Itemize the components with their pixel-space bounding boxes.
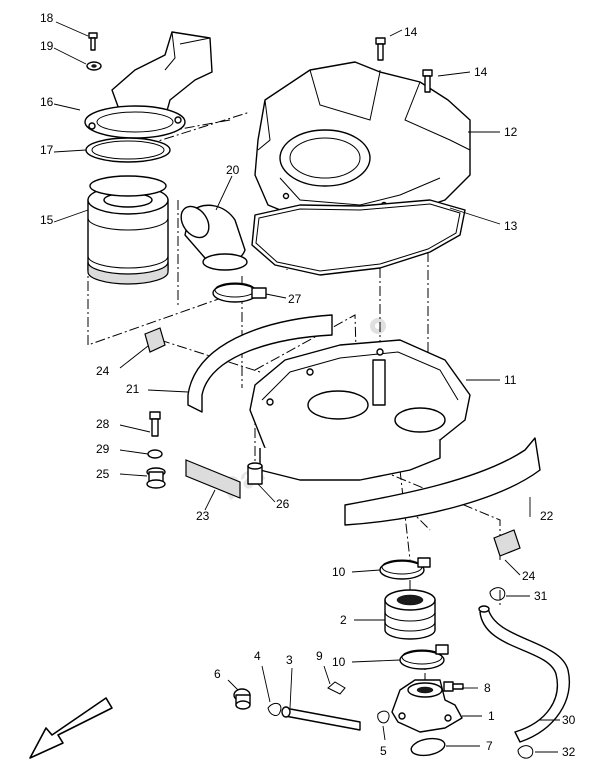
callout-7: 7 bbox=[486, 739, 493, 753]
part-20-intake-boot bbox=[180, 204, 248, 271]
callout-23: 23 bbox=[196, 509, 210, 523]
callout-26: 26 bbox=[276, 497, 290, 511]
part-14-screw-b bbox=[422, 69, 433, 93]
part-30-drain-hose bbox=[478, 605, 570, 743]
part-17-gasket bbox=[85, 137, 171, 163]
front-arrow-icon bbox=[29, 697, 113, 759]
part-21-band bbox=[187, 314, 333, 413]
callout-20: 20 bbox=[226, 163, 240, 177]
part-16-air-duct bbox=[84, 31, 213, 139]
part-19-washer bbox=[86, 61, 102, 71]
callout-6: 6 bbox=[214, 667, 221, 681]
part-10-clamp-lower bbox=[399, 644, 449, 670]
callout-10b: 10 bbox=[332, 655, 346, 669]
callout-30: 30 bbox=[562, 713, 576, 727]
callout-29: 29 bbox=[96, 442, 110, 456]
part-29-washer bbox=[147, 449, 163, 459]
callout-11: 11 bbox=[504, 373, 517, 387]
part-5-clip bbox=[377, 710, 390, 724]
part-12-airbox-cover bbox=[254, 61, 471, 223]
callout-10a: 10 bbox=[332, 565, 346, 579]
callout-16: 16 bbox=[40, 95, 54, 109]
callout-28: 28 bbox=[96, 417, 110, 431]
part-6-plug bbox=[233, 688, 251, 710]
part-11-airbox-case bbox=[249, 339, 471, 481]
part-14-screw-a bbox=[375, 37, 386, 61]
callout-labels: 18 19 16 17 15 20 27 14 14 12 13 11 24 2… bbox=[40, 11, 576, 759]
callout-1: 1 bbox=[488, 709, 495, 723]
leader-lines bbox=[53, 21, 560, 753]
callout-25: 25 bbox=[96, 467, 110, 481]
part-7-o-ring bbox=[410, 737, 446, 757]
callout-13: 13 bbox=[504, 219, 518, 233]
part-24-pad-a bbox=[144, 327, 166, 353]
part-9-clip bbox=[327, 681, 346, 695]
callout-19: 19 bbox=[40, 39, 54, 53]
callout-14b: 14 bbox=[474, 65, 488, 79]
part-8-screw bbox=[443, 681, 464, 692]
part-24-pad-b bbox=[493, 529, 521, 557]
callout-8: 8 bbox=[484, 681, 491, 695]
callout-24b: 24 bbox=[522, 569, 536, 583]
callout-18: 18 bbox=[40, 11, 54, 25]
part-10-clamp-upper bbox=[379, 557, 431, 580]
callout-22: 22 bbox=[540, 509, 554, 523]
callout-12: 12 bbox=[504, 125, 518, 139]
part-23-pad bbox=[185, 459, 241, 499]
part-1-intake-manifold bbox=[391, 679, 463, 733]
part-15-filter-element bbox=[87, 175, 169, 285]
callout-5: 5 bbox=[380, 744, 387, 758]
watermark-gear-icon bbox=[370, 318, 386, 334]
part-2-carb-joint bbox=[384, 589, 436, 640]
callout-4: 4 bbox=[254, 649, 261, 663]
callout-3: 3 bbox=[286, 653, 293, 667]
part-3-hose bbox=[281, 706, 361, 731]
callout-31: 31 bbox=[534, 589, 548, 603]
part-31-clip bbox=[489, 587, 506, 601]
callout-17: 17 bbox=[40, 143, 54, 157]
part-18-screw bbox=[88, 32, 98, 51]
callout-32: 32 bbox=[562, 745, 576, 759]
part-27-clamp bbox=[212, 282, 267, 303]
callout-15: 15 bbox=[40, 213, 54, 227]
callout-14a: 14 bbox=[404, 25, 418, 39]
callout-27: 27 bbox=[288, 292, 302, 306]
part-25-grommet bbox=[146, 467, 166, 489]
part-26-collar bbox=[247, 462, 263, 485]
part-28-bolt bbox=[149, 411, 161, 437]
part-32-clip bbox=[517, 745, 534, 759]
part-13-cover-gasket bbox=[251, 199, 466, 276]
part-22-band bbox=[344, 437, 541, 526]
part-4-clip bbox=[267, 702, 282, 716]
callout-9: 9 bbox=[316, 649, 323, 663]
callout-21: 21 bbox=[126, 382, 140, 396]
callout-2: 2 bbox=[340, 613, 347, 627]
callout-24a: 24 bbox=[96, 364, 110, 378]
